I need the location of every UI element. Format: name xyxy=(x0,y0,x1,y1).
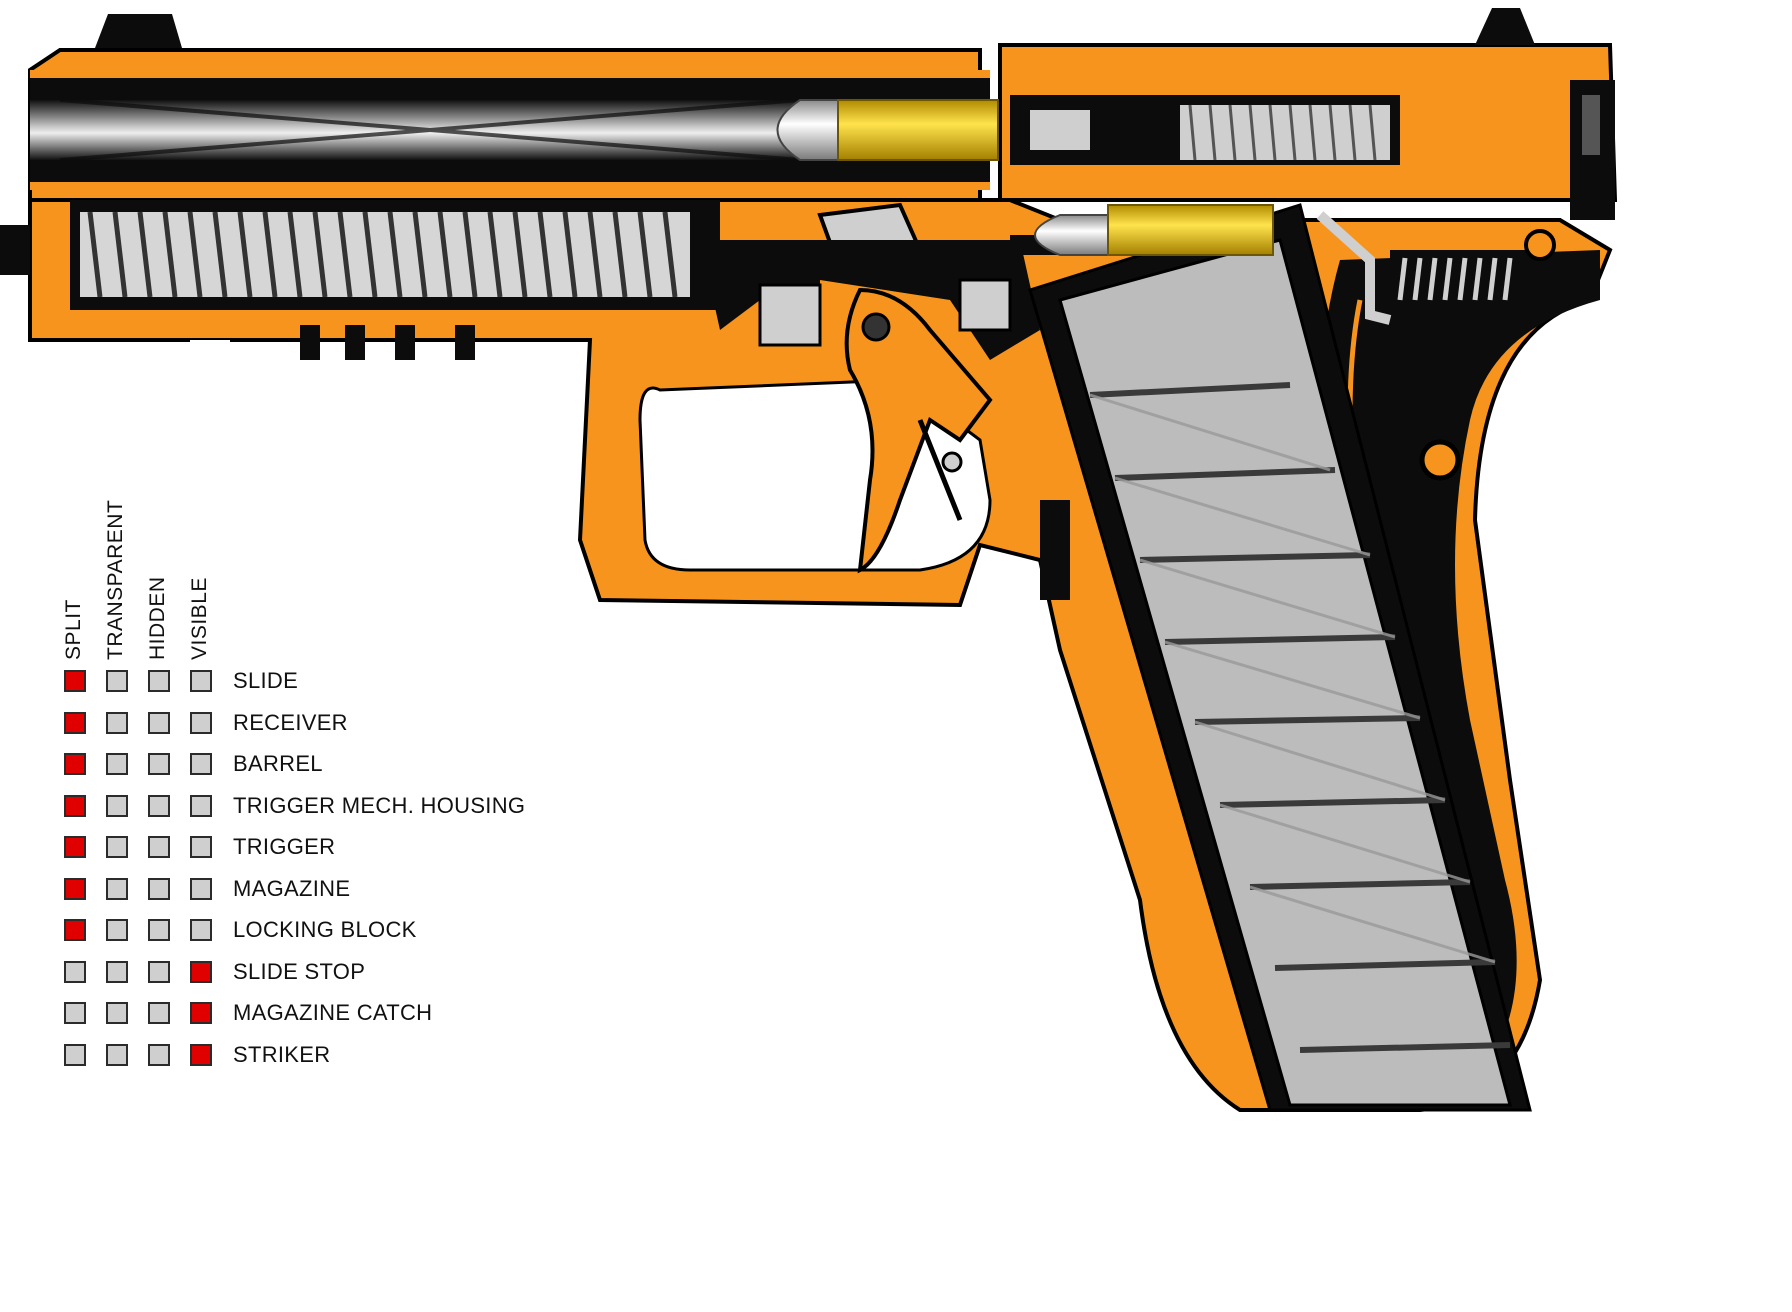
transparent-checkbox[interactable] xyxy=(106,836,128,858)
split-checkbox[interactable] xyxy=(64,712,86,734)
visible-checkbox[interactable] xyxy=(190,919,212,941)
split-checkbox[interactable] xyxy=(64,795,86,817)
transparent-checkbox[interactable] xyxy=(106,795,128,817)
legend-row: RECEIVER xyxy=(64,710,584,740)
visible-checkbox[interactable] xyxy=(190,795,212,817)
visible-checkbox[interactable] xyxy=(190,1044,212,1066)
hidden-checkbox[interactable] xyxy=(148,836,170,858)
legend-row: LOCKING BLOCK xyxy=(64,917,584,947)
visible-checkbox[interactable] xyxy=(190,878,212,900)
split-checkbox[interactable] xyxy=(64,961,86,983)
legend-row: MAGAZINE CATCH xyxy=(64,1000,584,1030)
split-checkbox[interactable] xyxy=(64,1002,86,1024)
split-checkbox[interactable] xyxy=(64,878,86,900)
recoil-spring xyxy=(0,200,720,310)
visible-checkbox[interactable] xyxy=(190,753,212,775)
transparent-checkbox[interactable] xyxy=(106,1002,128,1024)
chambered-round xyxy=(776,99,999,161)
part-label: BARREL xyxy=(233,751,323,776)
barrel xyxy=(30,70,990,190)
hidden-checkbox[interactable] xyxy=(148,753,170,775)
trigger xyxy=(844,287,993,574)
hidden-checkbox[interactable] xyxy=(148,1002,170,1024)
column-header-transparent: TRANSPARENT xyxy=(104,499,127,660)
legend-row: SLIDE xyxy=(64,668,584,698)
part-label: LOCKING BLOCK xyxy=(233,917,417,942)
split-checkbox[interactable] xyxy=(64,919,86,941)
split-checkbox[interactable] xyxy=(64,836,86,858)
magazine-catch xyxy=(1316,211,1556,325)
visible-checkbox[interactable] xyxy=(190,1002,212,1024)
transparent-checkbox[interactable] xyxy=(106,878,128,900)
visible-checkbox[interactable] xyxy=(190,670,212,692)
visible-checkbox[interactable] xyxy=(190,836,212,858)
legend-row: MAGAZINE xyxy=(64,876,584,906)
hidden-checkbox[interactable] xyxy=(148,795,170,817)
magazine xyxy=(1028,203,1532,1112)
hidden-checkbox[interactable] xyxy=(148,919,170,941)
visible-checkbox[interactable] xyxy=(190,961,212,983)
legend-row: SLIDE STOP xyxy=(64,959,584,989)
transparent-checkbox[interactable] xyxy=(106,712,128,734)
part-label: SLIDE xyxy=(233,668,299,693)
split-checkbox[interactable] xyxy=(64,753,86,775)
transparent-checkbox[interactable] xyxy=(106,1044,128,1066)
hidden-checkbox[interactable] xyxy=(148,878,170,900)
transparent-checkbox[interactable] xyxy=(106,919,128,941)
hidden-checkbox[interactable] xyxy=(148,961,170,983)
split-checkbox[interactable] xyxy=(64,670,86,692)
hidden-checkbox[interactable] xyxy=(148,670,170,692)
part-label: STRIKER xyxy=(233,1042,331,1067)
part-label: TRIGGER MECH. HOUSING xyxy=(233,793,526,818)
hidden-checkbox[interactable] xyxy=(148,1044,170,1066)
part-label: SLIDE STOP xyxy=(233,959,366,984)
legend-row: TRIGGER xyxy=(64,834,584,864)
transparent-checkbox[interactable] xyxy=(106,753,128,775)
part-label: TRIGGER xyxy=(233,834,336,859)
legend-row: TRIGGER MECH. HOUSING xyxy=(64,793,584,823)
column-header-split: SPLIT xyxy=(62,599,85,660)
part-label: MAGAZINE CATCH xyxy=(233,1000,433,1025)
slide-stop xyxy=(1010,235,1100,600)
legend-row: BARREL xyxy=(64,751,584,781)
hidden-checkbox[interactable] xyxy=(148,712,170,734)
trigger-mech-housing xyxy=(700,240,1040,360)
column-header-visible: VISIBLE xyxy=(188,577,211,660)
part-label: RECEIVER xyxy=(233,710,348,735)
transparent-checkbox[interactable] xyxy=(106,961,128,983)
striker xyxy=(1010,95,1400,165)
part-label: MAGAZINE xyxy=(233,876,351,901)
transparent-checkbox[interactable] xyxy=(106,670,128,692)
visible-checkbox[interactable] xyxy=(190,712,212,734)
split-checkbox[interactable] xyxy=(64,1044,86,1066)
legend-row: STRIKER xyxy=(64,1042,584,1072)
column-header-hidden: HIDDEN xyxy=(146,576,169,660)
